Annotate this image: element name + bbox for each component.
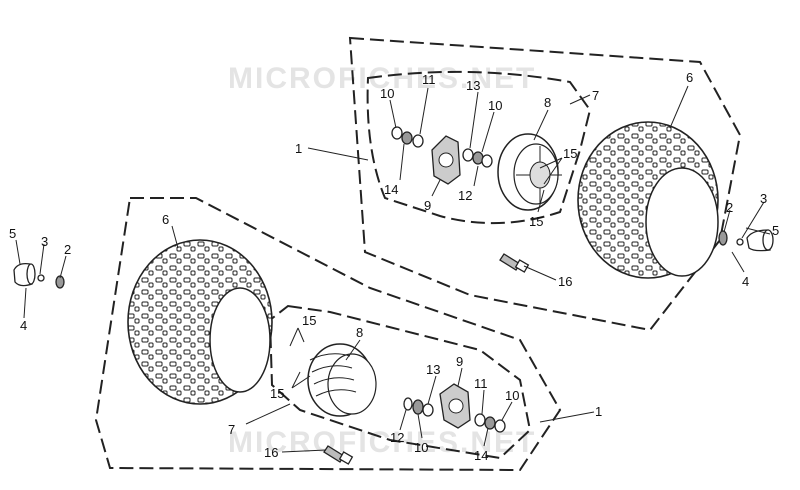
top-rim-kit-outline <box>366 70 592 225</box>
callout-10: 10 <box>380 86 394 101</box>
callout-5: 5 <box>772 223 779 238</box>
callout-3: 3 <box>760 191 767 206</box>
callout-7: 7 <box>592 88 599 103</box>
callout-2: 2 <box>726 200 733 215</box>
top-hub <box>431 135 461 185</box>
callout-11: 11 <box>422 72 436 87</box>
callout-10: 10 <box>414 440 428 455</box>
bottom-small-parts <box>403 397 506 433</box>
callout-14: 14 <box>384 182 398 197</box>
callout-10: 10 <box>488 98 502 113</box>
callout-4: 4 <box>742 274 749 289</box>
leader-lines <box>15 85 771 453</box>
callout-13: 13 <box>466 78 480 93</box>
top-rim <box>497 133 562 211</box>
watermark-top: MICROFICHES.NET <box>228 62 536 95</box>
callout-12: 12 <box>390 430 404 445</box>
callout-6: 6 <box>686 70 693 85</box>
callout-13: 13 <box>426 362 440 377</box>
bottom-kit-outline <box>94 197 562 472</box>
top-small-parts <box>391 126 493 168</box>
bottom-tire <box>127 239 273 405</box>
callout-8: 8 <box>356 325 363 340</box>
watermark-bottom: MICROFICHES.NET <box>228 426 536 459</box>
callout-7: 7 <box>228 422 235 437</box>
callout-14: 14 <box>474 448 488 463</box>
bottom-hub <box>439 383 471 429</box>
bottom-cap-parts <box>13 262 65 289</box>
callout-1: 1 <box>295 141 302 156</box>
callout-6: 6 <box>162 212 169 227</box>
bottom-rim <box>307 343 377 417</box>
callout-9: 9 <box>456 354 463 369</box>
callout-15: 15 <box>529 214 543 229</box>
top-valve <box>499 253 530 273</box>
callout-4: 4 <box>20 318 27 333</box>
callout-5: 5 <box>9 226 16 241</box>
callout-10: 10 <box>505 388 519 403</box>
callout-11: 11 <box>474 376 488 391</box>
callout-15: 15 <box>270 386 284 401</box>
callout-9: 9 <box>424 198 431 213</box>
bottom-valve <box>323 445 354 465</box>
top-kit-outline <box>348 36 742 332</box>
callouts: 1 10 11 14 9 13 10 12 8 7 15 15 6 2 3 5 … <box>9 70 779 463</box>
callout-16: 16 <box>264 445 278 460</box>
callout-2: 2 <box>64 242 71 257</box>
callout-1: 1 <box>595 404 602 419</box>
top-cap-parts <box>718 229 774 252</box>
callout-3: 3 <box>41 234 48 249</box>
callout-8: 8 <box>544 95 551 110</box>
top-tire <box>577 121 719 279</box>
callout-12: 12 <box>458 188 472 203</box>
callout-15: 15 <box>302 313 316 328</box>
callout-16: 16 <box>558 274 572 289</box>
callout-15: 15 <box>563 146 577 161</box>
bottom-rim-kit-outline <box>268 304 532 460</box>
